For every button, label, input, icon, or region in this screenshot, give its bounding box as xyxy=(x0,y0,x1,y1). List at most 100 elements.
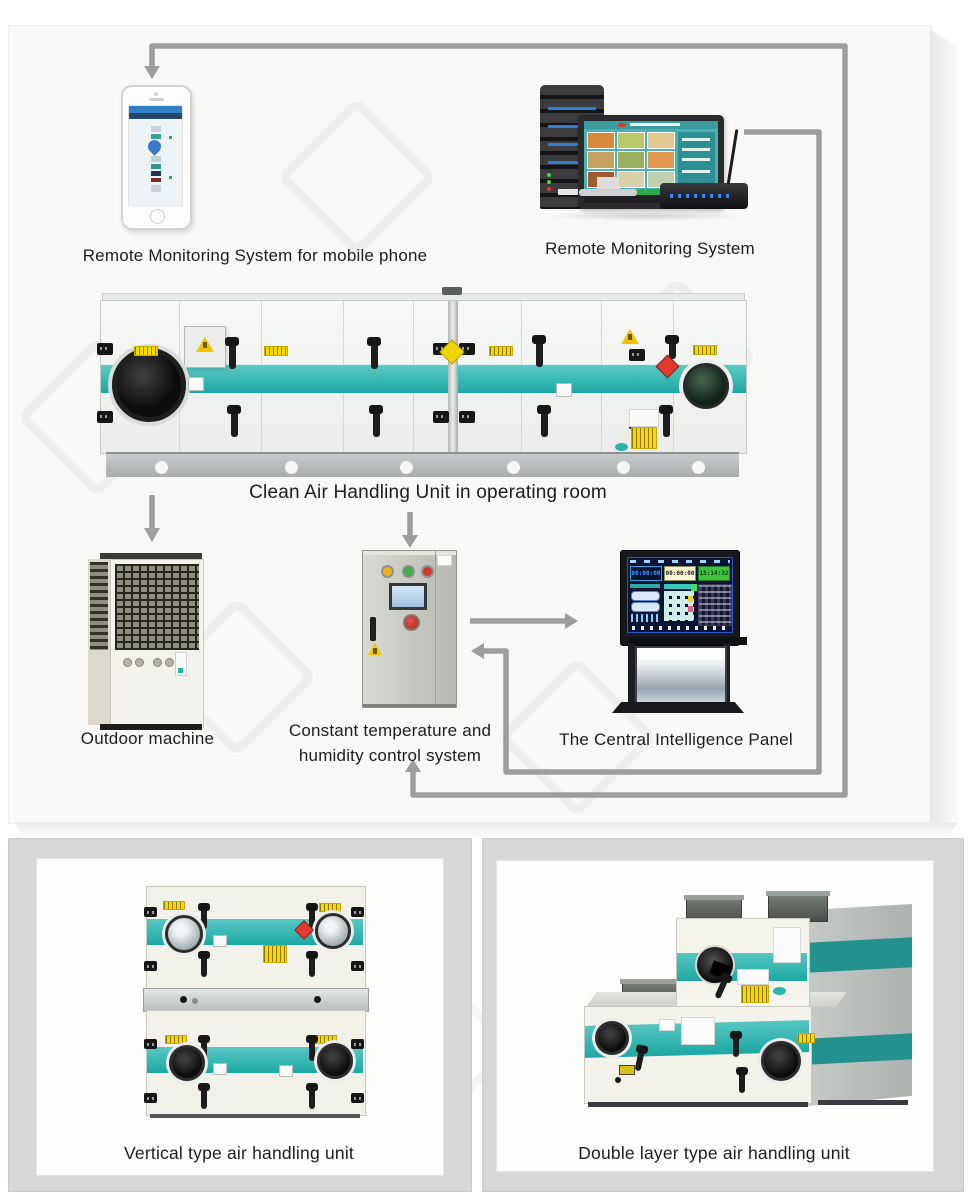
spec-sticker xyxy=(737,969,769,985)
phone-schematic-block xyxy=(151,178,161,182)
outdoor-knockout xyxy=(153,658,162,667)
screen-left-column xyxy=(630,584,660,624)
divider-dot xyxy=(180,996,187,1003)
panel-monitor-chin xyxy=(629,637,747,645)
cabinet-handle xyxy=(370,617,376,641)
door-handle xyxy=(198,951,210,977)
door-handle xyxy=(665,335,679,359)
brand-oval-sticker xyxy=(773,987,786,995)
double-unit-base xyxy=(588,1102,808,1107)
indicator-light-yellow xyxy=(381,565,394,578)
door-handle xyxy=(634,1046,646,1072)
ahu-inspection-window xyxy=(683,363,729,409)
door-hinge xyxy=(144,907,157,917)
screen-bottom-row xyxy=(632,626,728,630)
base-hole xyxy=(155,461,168,474)
server-slot-light xyxy=(548,107,596,110)
clock-display-left: 00:00:00 xyxy=(630,566,662,581)
outdoor-machine-illustration xyxy=(88,552,206,732)
double-unit-label: Double layer type air handling unit xyxy=(578,1143,850,1163)
door-hinge xyxy=(144,961,157,971)
top-duct-collar xyxy=(766,891,830,922)
sidebar-row xyxy=(682,158,710,161)
door-hinge xyxy=(97,343,113,355)
base-hole xyxy=(617,461,630,474)
door-handle xyxy=(730,1031,742,1057)
vertical-top-module xyxy=(144,886,366,990)
mobile-label: Remote Monitoring System for mobile phon… xyxy=(82,246,428,265)
central-panel-illustration: 00:00:00 00:00:00 15:14:32 xyxy=(612,550,747,715)
monitor-logo xyxy=(618,123,626,127)
vertical-bottom-module xyxy=(144,1010,366,1116)
server-label: Remote Monitoring System xyxy=(545,239,755,258)
cabinet-bottom-edge xyxy=(363,704,456,707)
thumbnail-grid xyxy=(587,132,675,188)
panel-stand-wall xyxy=(628,644,635,702)
latch-tab xyxy=(556,383,572,397)
base-hole xyxy=(507,461,520,474)
panel-screen: 00:00:00 00:00:00 15:14:32 xyxy=(627,557,733,633)
door-handle xyxy=(198,903,210,929)
door-handle xyxy=(227,405,241,437)
warning-label xyxy=(693,345,717,355)
green-key xyxy=(691,584,697,591)
door-handle xyxy=(198,1035,210,1061)
server-led xyxy=(547,187,551,191)
door-handle xyxy=(537,405,551,437)
outdoor-knockout xyxy=(165,658,174,667)
door-handle xyxy=(225,337,239,369)
spec-sticker xyxy=(773,927,801,963)
lower-unit-front xyxy=(584,1006,815,1104)
door-hinge xyxy=(144,1039,157,1049)
outdoor-front-grille xyxy=(115,564,199,650)
thumbnail-cell xyxy=(587,132,615,150)
monitor-bottombar xyxy=(584,189,718,195)
door-handle xyxy=(198,1083,210,1109)
door-handle xyxy=(306,951,318,977)
cabinet-top-edge xyxy=(363,551,456,555)
phone-schematic-block xyxy=(151,134,161,139)
phone-status-dot xyxy=(169,176,172,179)
divider-dot xyxy=(314,996,321,1003)
indicator-light-green xyxy=(402,565,415,578)
status-pill xyxy=(631,591,660,601)
door-handle xyxy=(306,1083,318,1109)
door-hinge xyxy=(144,1093,157,1103)
latch-tab xyxy=(188,377,204,391)
router-antenna xyxy=(726,129,739,185)
phone-schematic-drop-icon xyxy=(145,137,164,156)
outdoor-front-face xyxy=(110,559,204,728)
panel-base xyxy=(612,702,744,713)
door-hinge xyxy=(459,411,475,423)
phone-app-subheader xyxy=(129,113,182,119)
outdoor-knockout xyxy=(123,658,132,667)
server-slot-light xyxy=(548,125,596,128)
screen-right-panel xyxy=(698,584,732,626)
warning-sticker xyxy=(631,427,657,449)
indicator-light-red xyxy=(421,565,434,578)
thumbnail-cell xyxy=(617,151,645,169)
phone-schematic-block xyxy=(151,185,161,192)
glass-porthole xyxy=(165,915,203,953)
thumbnail-cell xyxy=(617,132,645,150)
panel-bottom-face xyxy=(14,822,958,837)
ahu-fan-porthole xyxy=(112,348,186,422)
phone-schematic-block xyxy=(151,171,161,176)
status-pill xyxy=(631,602,660,612)
base-hole xyxy=(400,461,413,474)
remote-monitoring-illustration xyxy=(535,83,750,223)
control-cabinet-illustration xyxy=(362,550,457,708)
outdoor-label: Outdoor machine xyxy=(80,729,215,748)
warning-label xyxy=(165,1035,187,1044)
base-hole xyxy=(692,461,705,474)
vertical-unit-label: Vertical type air handling unit xyxy=(124,1143,354,1163)
server-slot-light xyxy=(548,143,596,146)
door-hinge xyxy=(351,1093,364,1103)
sidebar-row xyxy=(682,148,710,151)
door-handle xyxy=(659,405,673,437)
monitor-sidebar xyxy=(678,132,715,188)
warning-label xyxy=(319,903,341,912)
sidebar-row xyxy=(682,170,710,173)
spec-sticker xyxy=(681,1017,715,1045)
warning-sticker xyxy=(263,945,287,963)
